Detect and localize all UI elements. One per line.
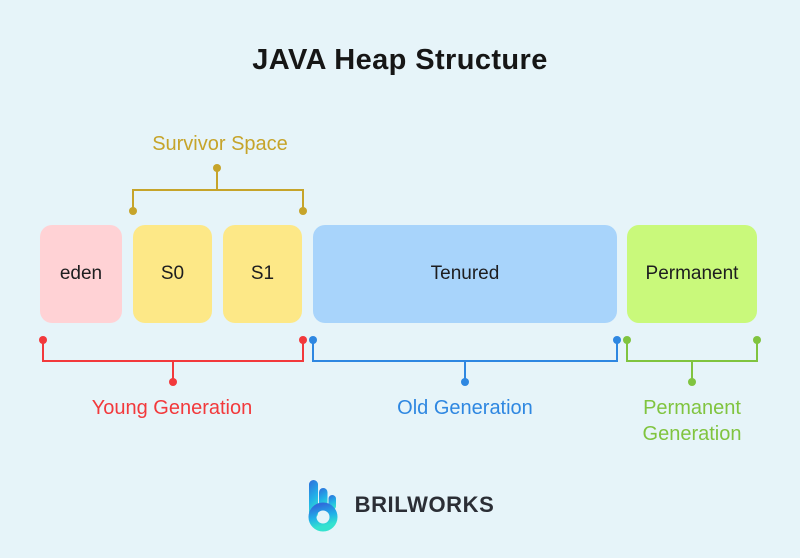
heap-box-permanent-label: Permanent	[645, 263, 739, 284]
permanent-generation-bracket	[623, 336, 761, 386]
permanent-generation-label: Permanent Generation	[612, 395, 772, 447]
page-title: JAVA Heap Structure	[252, 44, 548, 76]
heap-box-eden: eden	[40, 225, 122, 323]
brilworks-logo-icon	[308, 480, 338, 532]
heap-box-s1-label: S1	[250, 263, 275, 284]
heap-box-s0-label: S0	[160, 263, 185, 284]
old-generation-bracket	[309, 336, 621, 386]
heap-box-s0: S0	[133, 225, 212, 323]
permanent-generation-label-line2: Generation	[642, 423, 742, 445]
survivor-space-label: Survivor Space	[152, 133, 288, 155]
survivor-space-bracket	[129, 164, 307, 215]
heap-box-s1: S1	[223, 225, 302, 323]
heap-box-tenured-label: Tenured	[430, 263, 500, 284]
heap-box-permanent: Permanent	[627, 225, 757, 323]
young-generation-label: Young Generation	[91, 397, 253, 419]
brand-name: BRILWORKS	[354, 492, 495, 517]
young-generation-bracket	[39, 336, 307, 386]
permanent-generation-label-line1: Permanent	[643, 397, 741, 419]
heap-box-eden-label: eden	[59, 263, 103, 284]
heap-box-tenured: Tenured	[313, 225, 617, 323]
old-generation-label: Old Generation	[397, 397, 533, 419]
brand-logo: BRILWORKS	[0, 478, 800, 532]
